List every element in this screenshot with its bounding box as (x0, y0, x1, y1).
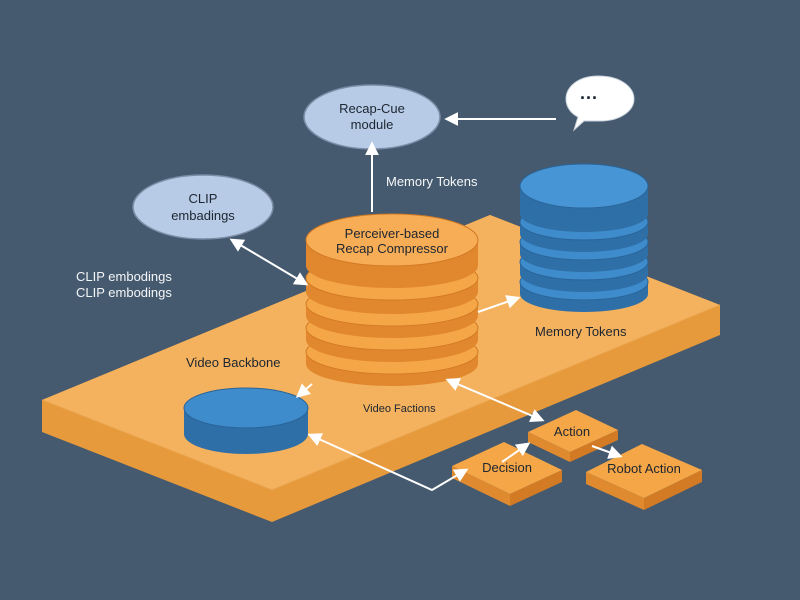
clip-bubble-label-line2: embadings (171, 208, 235, 223)
robot-action-label: Robot Action (607, 461, 681, 476)
compressor-label-line2: Recap Compressor (336, 241, 448, 256)
arrow-compressor-memory (477, 295, 521, 313)
arrows (229, 112, 623, 492)
action-label: Action (553, 424, 591, 439)
clip-side-label-line2: CLIP embodings (76, 285, 172, 300)
clip-bubble (132, 174, 274, 240)
memory-tokens-stack-label: Memory Tokens (535, 324, 627, 339)
arrow-decision-action (501, 442, 531, 463)
video-backbone-label: Video Backbone (186, 355, 281, 370)
clip-bubble-label-line1: CLIP (188, 191, 218, 206)
clip-side-label-line1: CLIP embodings (76, 269, 172, 284)
arrow-video-decision (307, 433, 469, 492)
compressor-stack (305, 213, 479, 386)
memory-token-stack (519, 163, 649, 312)
speech-bubble-icon (565, 75, 635, 132)
arrow-action-robot (591, 445, 623, 459)
decision-label: Decision (482, 460, 532, 475)
robot-action-box (586, 444, 702, 510)
memory-tokens-top-label: Memory Tokens (386, 174, 478, 189)
compressor-label-line1: Perceiver-based (344, 226, 440, 241)
recap-cue-label-line1: Recap-Cue (339, 101, 405, 116)
recap-cue-label-line2: module (350, 117, 394, 132)
speech-bubble-dots: ... (580, 83, 599, 103)
video-backbone-disc (183, 387, 309, 454)
video-factions-label: Video Factions (363, 403, 436, 415)
arrow-clip-compressor (229, 238, 309, 286)
arrow-compressor-action (445, 377, 545, 423)
arrow-compressor-video (295, 383, 313, 398)
